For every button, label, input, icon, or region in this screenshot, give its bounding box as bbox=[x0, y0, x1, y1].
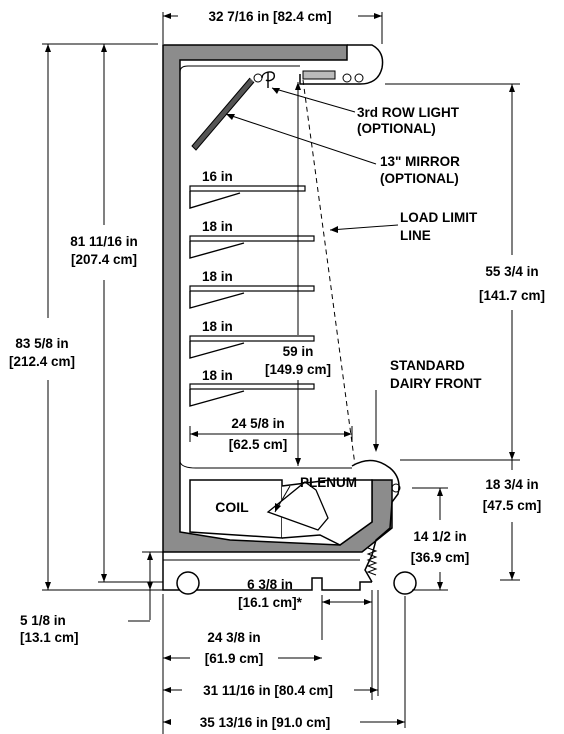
row-light-bracket bbox=[261, 71, 276, 88]
deck-line bbox=[179, 461, 352, 469]
light-pivot bbox=[253, 73, 263, 83]
dimension-lines bbox=[42, 12, 520, 734]
kick-label-line1: 6 3/8 in bbox=[247, 577, 293, 592]
top-width-label: 32 7/16 in [82.4 cm] bbox=[208, 9, 331, 24]
base-outline bbox=[162, 552, 372, 591]
coil-label: COIL bbox=[215, 499, 249, 515]
front-height-label-line2: [47.5 cm] bbox=[483, 498, 542, 513]
canopy-bulb bbox=[354, 73, 364, 83]
overall-height-label-line1: 83 5/8 in bbox=[15, 336, 68, 351]
dairy-front bbox=[351, 459, 401, 583]
inner-height-label-line1: 81 11/16 in bbox=[70, 234, 138, 249]
canopy-bulb bbox=[342, 73, 352, 83]
dairy-front-label-line1: STANDARD bbox=[390, 358, 465, 373]
shelf-2 bbox=[189, 235, 315, 259]
depth-label-line1: 24 5/8 in bbox=[231, 416, 284, 431]
leader-lines bbox=[225, 87, 399, 513]
shelves bbox=[189, 185, 315, 407]
shelf-5-depth: 18 in bbox=[202, 368, 233, 383]
inner-top-edge bbox=[179, 65, 300, 73]
coil-plenum-assembly bbox=[189, 479, 373, 546]
front-bumper bbox=[391, 483, 401, 493]
shelf-1-depth: 16 in bbox=[202, 169, 233, 184]
shelf-height-label-line1: 59 in bbox=[283, 344, 314, 359]
load-limit-label-line1: LOAD LIMIT bbox=[400, 210, 478, 225]
overall-height-label-line2: [212.4 cm] bbox=[9, 354, 75, 369]
shelf-3-depth: 18 in bbox=[202, 269, 233, 284]
base-height-label-line2: [13.1 cm] bbox=[20, 630, 79, 645]
row-light-label-line1: 3rd ROW LIGHT bbox=[357, 105, 460, 120]
plenum-fan bbox=[266, 481, 329, 531]
right-height-label-line1: 55 3/4 in bbox=[485, 264, 538, 279]
mirror bbox=[191, 77, 255, 151]
left-caster bbox=[176, 571, 200, 595]
inner-height-label-line2: [207.4 cm] bbox=[71, 252, 137, 267]
right-height-label-line2: [141.7 cm] bbox=[479, 288, 545, 303]
shelf-4 bbox=[189, 335, 315, 359]
load-limit-line bbox=[302, 79, 356, 466]
depth-b-label: 31 11/16 in [80.4 cm] bbox=[203, 683, 333, 698]
dimension-labels: 32 7/16 in [82.4 cm] 3rd ROW LIGHT (OPTI… bbox=[9, 9, 545, 730]
base-depth-label-line1: 24 3/8 in bbox=[207, 630, 260, 645]
plenum-label: PLENUM bbox=[300, 475, 357, 490]
base-height-label-line1: 5 1/8 in bbox=[20, 613, 66, 628]
front-lower-label-line1: 14 1/2 in bbox=[413, 529, 466, 544]
load-limit-label-line2: LINE bbox=[400, 228, 431, 243]
shelf-4-depth: 18 in bbox=[202, 319, 233, 334]
mirror-label-line2: (OPTIONAL) bbox=[380, 171, 459, 186]
shelf-1 bbox=[189, 185, 306, 209]
overall-depth-label: 35 13/16 in [91.0 cm] bbox=[200, 715, 331, 730]
dairy-front-grille bbox=[366, 547, 378, 576]
cabinet-outline bbox=[162, 44, 393, 553]
mirror-label-line1: 13" MIRROR bbox=[380, 154, 460, 169]
dairy-front-profile bbox=[351, 459, 400, 583]
shelf-5 bbox=[189, 383, 315, 407]
row-light-label-line2: (OPTIONAL) bbox=[357, 121, 436, 136]
kick-label-line2: [16.1 cm]* bbox=[238, 595, 303, 610]
front-height-label-line1: 18 3/4 in bbox=[485, 477, 538, 492]
dairy-front-label-line2: DAIRY FRONT bbox=[390, 376, 482, 391]
shelf-3 bbox=[189, 285, 315, 309]
shelf-height-label-line2: [149.9 cm] bbox=[265, 362, 331, 377]
depth-label-line2: [62.5 cm] bbox=[229, 437, 288, 452]
front-lower-label-line2: [36.9 cm] bbox=[411, 550, 470, 565]
light-fixture bbox=[302, 70, 336, 80]
cabinet-base bbox=[162, 552, 417, 595]
right-caster bbox=[393, 571, 417, 595]
canopy-front bbox=[299, 44, 384, 85]
shelf-2-depth: 18 in bbox=[202, 219, 233, 234]
base-depth-label-line2: [61.9 cm] bbox=[205, 651, 264, 666]
